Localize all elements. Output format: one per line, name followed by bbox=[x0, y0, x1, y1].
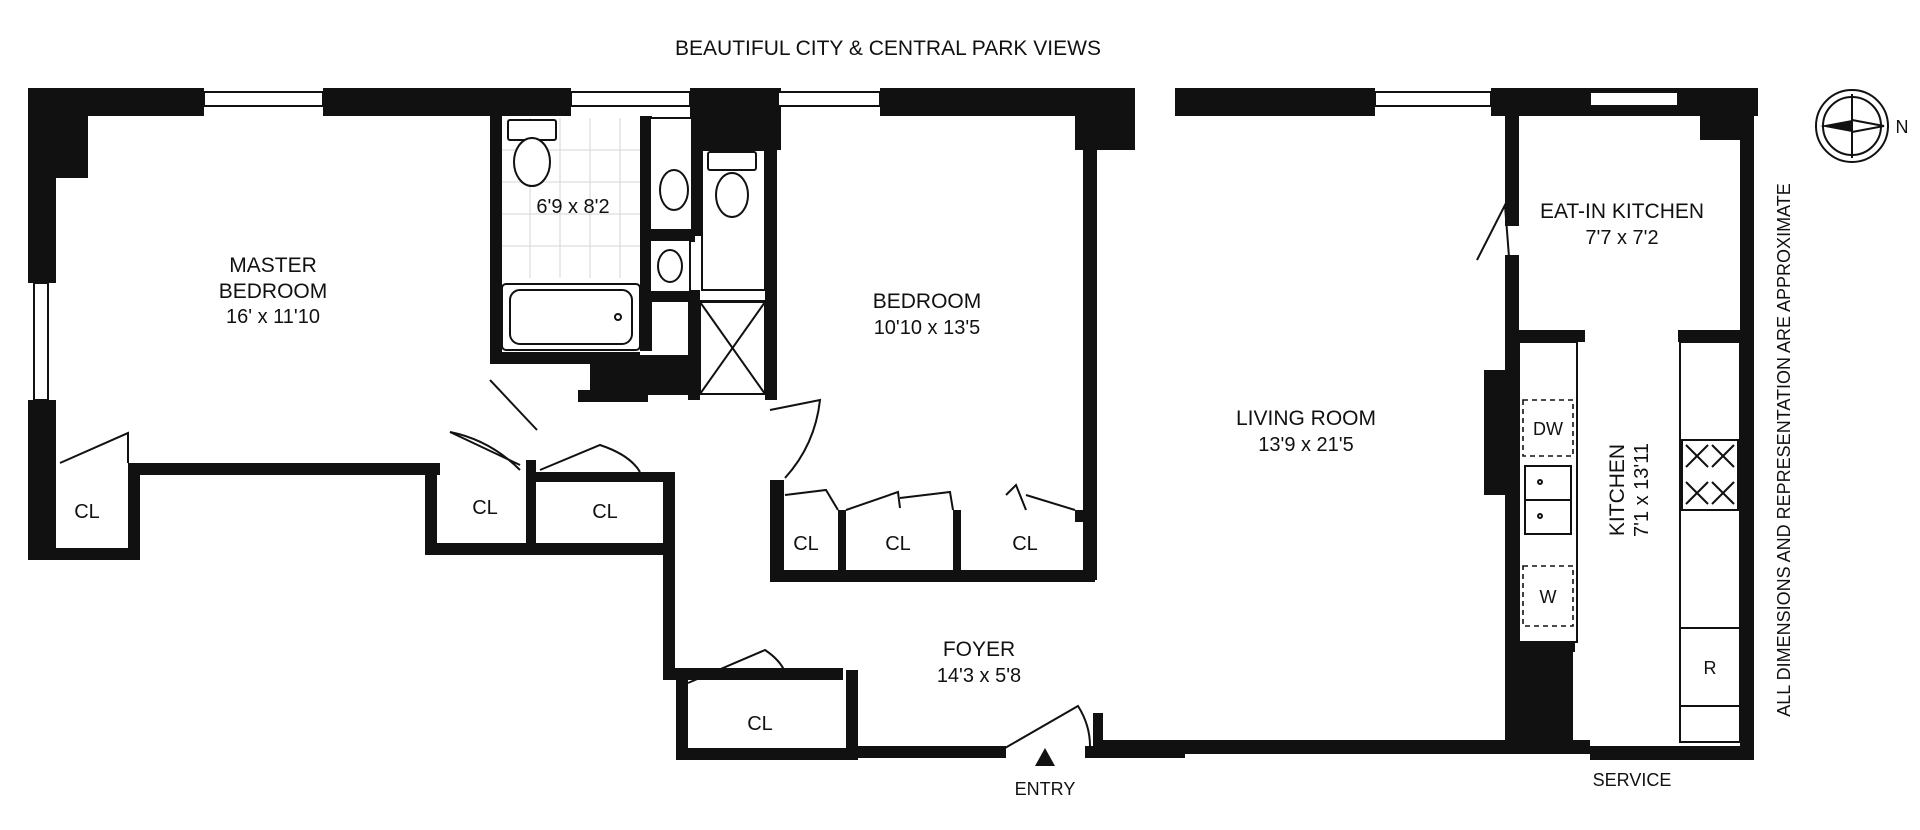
master-bedroom-dim: 16' x 11'10 bbox=[226, 306, 320, 328]
living-room-name: LIVING ROOM bbox=[1236, 407, 1376, 430]
views-title: BEAUTIFUL CITY & CENTRAL PARK VIEWS bbox=[675, 37, 1101, 60]
toilet-tank-icon-2 bbox=[707, 151, 757, 171]
toilet-icon bbox=[513, 137, 551, 187]
master-bedroom-name-1: MASTER bbox=[229, 254, 317, 277]
eat-in-kitchen-name: EAT-IN KITCHEN bbox=[1540, 200, 1704, 223]
closet-label-7: CL bbox=[747, 713, 773, 735]
toilet-icon-2 bbox=[715, 172, 749, 218]
compass-icon bbox=[1815, 89, 1889, 163]
washer-label: W bbox=[1540, 587, 1557, 607]
kitchen-name: KITCHEN bbox=[1606, 444, 1629, 536]
refrigerator bbox=[1679, 627, 1741, 707]
kitchen-dim: 7'1 x 13'11 bbox=[1631, 443, 1653, 537]
kitchen-fixtures bbox=[1518, 341, 1741, 743]
dishwasher bbox=[1522, 399, 1574, 457]
closet-label-6: CL bbox=[1012, 533, 1038, 555]
washer bbox=[1522, 565, 1574, 627]
entry-arrow-icon bbox=[1035, 748, 1055, 766]
walls bbox=[28, 88, 1758, 760]
door-swings bbox=[59, 201, 1511, 749]
dishwasher-label: DW bbox=[1533, 419, 1563, 439]
bath-fixtures bbox=[501, 117, 766, 395]
service-label: SERVICE bbox=[1593, 770, 1672, 790]
closet-label-3: CL bbox=[592, 501, 618, 523]
bath-dim: 6'9 x 8'2 bbox=[536, 196, 609, 218]
closet-label-4: CL bbox=[793, 533, 819, 555]
eat-in-kitchen-dim: 7'7 x 7'2 bbox=[1585, 227, 1658, 249]
closet-label-2: CL bbox=[472, 497, 498, 519]
refrigerator-label: R bbox=[1704, 658, 1717, 678]
foyer-dim: 14'3 x 5'8 bbox=[937, 665, 1021, 687]
bedroom-name: BEDROOM bbox=[873, 290, 982, 313]
sink-icon bbox=[659, 169, 689, 211]
closet-label-5: CL bbox=[885, 533, 911, 555]
bedroom-dim: 10'10 x 13'5 bbox=[874, 317, 981, 339]
master-bedroom-name-2: BEDROOM bbox=[219, 280, 328, 303]
foyer-name: FOYER bbox=[943, 638, 1015, 661]
entry-label: ENTRY bbox=[1015, 779, 1076, 799]
disclaimer: ALL DIMENSIONS AND REPRESENTATION ARE AP… bbox=[1774, 183, 1794, 716]
living-room-dim: 13'9 x 21'5 bbox=[1258, 434, 1354, 456]
compass-north-label: N bbox=[1896, 117, 1909, 137]
closet-label-1: CL bbox=[74, 501, 100, 523]
